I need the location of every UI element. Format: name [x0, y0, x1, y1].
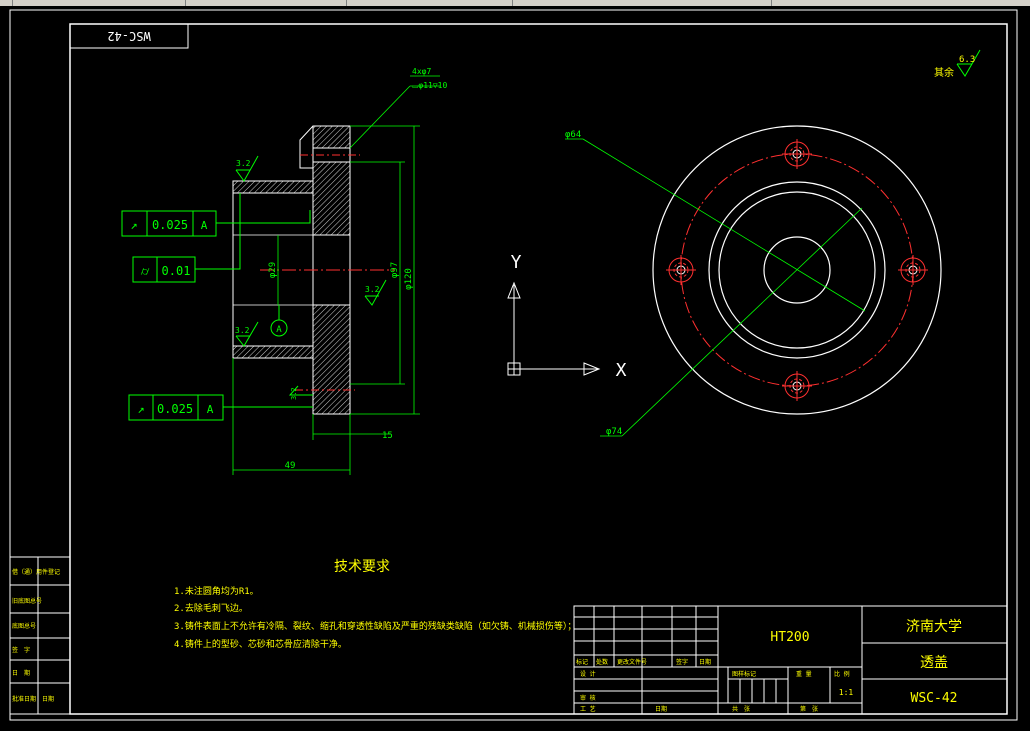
tech-requirements: 技术要求 1.未注圆角均为R1。 2.去除毛刺飞边。 3.铸件表面上不允许有冷隔… [174, 559, 576, 650]
bolt-hole [898, 255, 928, 285]
part-name-text: 透盖 [920, 655, 948, 671]
tech-item: 1.未注圆角均为R1。 [174, 585, 259, 597]
left-table-cell: 旧底图总号 [12, 597, 42, 605]
tech-item: 3.铸件表面上不允许有冷隔、裂纹、缩孔和穿透性缺陷及严重的残缺类缺陷（如欠铸、机… [174, 620, 576, 632]
tech-item: 2.去除毛刺飞边。 [174, 602, 248, 614]
toolbar-field[interactable] [186, 0, 347, 6]
sheet-total-label: 共 张 [732, 705, 750, 713]
tol-value: 0.01 [162, 264, 191, 278]
drawing-no-text: WSC-42 [911, 691, 958, 706]
left-table-cell: 签 字 [12, 646, 30, 654]
rev-header: 签字 [676, 658, 688, 666]
university-text: 济南大学 [906, 619, 962, 635]
toolbar-field[interactable] [0, 0, 13, 6]
material-text: HT200 [770, 630, 809, 645]
scale-text: 1:1 [839, 688, 854, 697]
tol-symbol: ↗ [137, 402, 144, 416]
dim-15: 15 [382, 431, 393, 441]
rev-header: 日期 [699, 658, 711, 666]
check-label: 审 核 [580, 694, 596, 702]
section-dimensions [232, 75, 440, 475]
roughness-other: 其余 6.3 [934, 49, 981, 79]
tol-value: 0.025 [152, 218, 188, 232]
scale-label: 比 例 [834, 670, 850, 678]
tech-item: 4.铸件上的型砂、芯砂和芯骨应清除干净。 [174, 638, 347, 650]
datum-marker: A [270, 305, 288, 337]
hole-callout-2: ⌴φ11▽10 [412, 81, 447, 90]
roughness-1: 3.2 [236, 159, 251, 168]
dim-49: 49 [285, 461, 296, 471]
tol-symbol: ↗ [130, 218, 137, 232]
roughness-other-label: 其余 [934, 66, 954, 79]
roughness-symbols [235, 155, 387, 396]
process-label: 工 艺 [580, 705, 596, 713]
dim-phi97: φ97 [390, 262, 400, 278]
code-box: WSC-42 [69, 23, 189, 49]
tol-datum: A [207, 403, 214, 416]
left-table-cell: 批准日期 日期 [12, 695, 54, 703]
toolbar-field[interactable] [347, 0, 513, 6]
code-mirrored-text: WSC-42 [107, 29, 150, 43]
toolbar-field[interactable] [645, 0, 772, 6]
design-label: 设 计 [580, 670, 596, 678]
ucs-icon: Y X [507, 252, 627, 381]
roughness-4: 3.2 [290, 387, 298, 400]
hole-callout-1: 4xφ7 [412, 67, 431, 76]
bolt-hole [782, 371, 812, 401]
rev-header: 处数 [596, 658, 608, 666]
dim-phi120: φ120 [404, 268, 414, 290]
left-side-table [9, 556, 71, 715]
tol-datum: A [201, 219, 208, 232]
roughness-3: 3.2 [235, 326, 250, 335]
left-table-cell: 借（通）用件登记 [12, 568, 60, 576]
rev-header: 更改文件号 [617, 658, 647, 666]
stage-label: 图样标记 [732, 670, 756, 678]
roughness-2: 3.2 [365, 285, 380, 294]
sheet-label: 第 张 [800, 705, 818, 713]
roughness-other-value: 6.3 [959, 55, 975, 65]
left-table-cell: 日 期 [12, 669, 30, 677]
dim-phi29: φ29 [268, 262, 278, 278]
outer-frame [9, 9, 1018, 721]
tolerance-frame-1: ↗ 0.025 A [121, 210, 311, 237]
dim-phi74: φ74 [606, 427, 622, 437]
bolt-hole [666, 255, 696, 285]
rev-header: 标记 [576, 658, 588, 666]
front-dimensions [565, 138, 866, 437]
weight-label: 重 量 [796, 670, 812, 678]
dim-phi64: φ64 [565, 130, 581, 140]
bolt-hole [782, 139, 812, 169]
toolbar-field[interactable] [13, 0, 186, 6]
toolbar-strip [0, 0, 1030, 6]
section-view [232, 125, 395, 415]
title-block [573, 605, 1008, 715]
axis-x-label: X [616, 360, 627, 381]
tol-value: 0.025 [157, 402, 193, 416]
tolerance-frame-3: ↗ 0.025 A [128, 394, 313, 421]
datum-label: A [276, 325, 282, 335]
date-label: 日期 [655, 705, 667, 713]
left-table-cell: 底图总号 [12, 622, 36, 630]
tolerance-frame-2: ⌭ 0.01 [132, 193, 241, 283]
axis-y-label: Y [511, 252, 522, 273]
tol-symbol: ⌭ [141, 264, 150, 278]
tech-title: 技术要求 [334, 559, 390, 575]
